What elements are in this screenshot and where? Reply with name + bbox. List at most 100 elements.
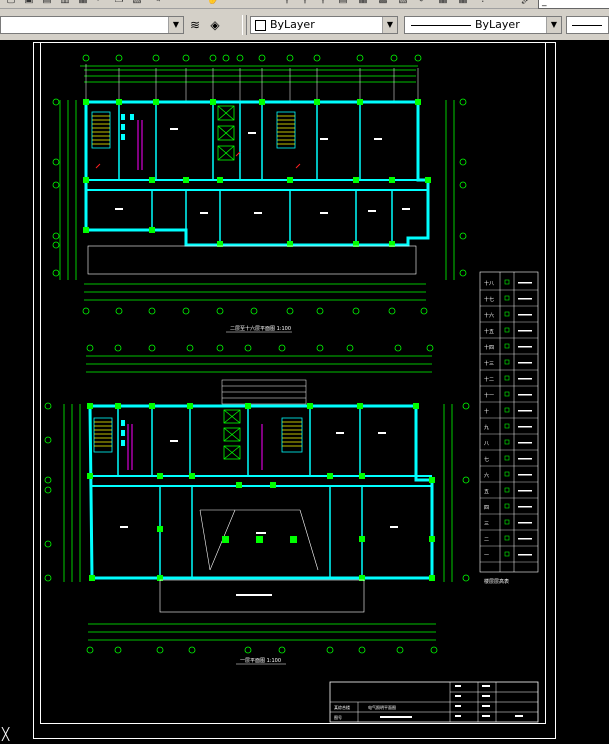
layer-previous-icon[interactable]: ◈ — [210, 18, 220, 32]
legend-floor-label: 一 — [484, 553, 489, 559]
legend-height-value — [518, 522, 532, 524]
workspace-box[interactable]: _ — [538, 0, 609, 9]
drawing-svg: 二层至十六层平面图 1:100 — [40, 42, 546, 724]
make-object-layer-current-icon[interactable]: ≋ — [189, 18, 201, 32]
new-file-icon[interactable]: ▢ — [4, 0, 18, 6]
plan2-outer-wall — [88, 404, 434, 580]
legend-height-value — [518, 458, 532, 460]
save-icon[interactable]: ▤ — [40, 0, 54, 6]
title-block: 某综合楼 电气照明平面图 图号 — [329, 681, 539, 723]
legend-level-marker — [504, 375, 510, 381]
title-block-sheet-label: 图号 — [334, 714, 342, 720]
zoom-realtime-icon[interactable]: ⚲ — [280, 0, 294, 6]
zoom-window-icon[interactable]: ⚲ — [298, 0, 312, 6]
properties-icon[interactable]: ▤ — [336, 0, 350, 6]
chevron-down-icon[interactable]: ▼ — [546, 17, 561, 33]
zoom-previous-icon[interactable]: ⚲ — [316, 0, 330, 6]
pan-icon[interactable]: ✋ — [206, 0, 220, 6]
legend-height-value — [518, 330, 532, 332]
plan2-columns — [87, 403, 435, 581]
plan2-stair-right — [281, 417, 303, 453]
plan1-title: 二层至十六层平面图 1:100 — [230, 325, 291, 332]
undo-icon[interactable]: ↶ — [170, 0, 184, 6]
linetype-combo[interactable]: ByLayer ▼ — [404, 16, 562, 34]
legend-level-marker — [504, 391, 510, 397]
legend-floor-label: 十 — [484, 408, 489, 415]
legend-level-marker — [504, 535, 510, 541]
plan1-room-labels — [115, 128, 410, 214]
legend-level-marker — [504, 551, 510, 557]
legend-floor-label: 七 — [484, 456, 489, 463]
legend-level-marker — [504, 327, 510, 333]
open-file-icon[interactable]: ▣ — [22, 0, 36, 6]
table-icon[interactable]: ▦ — [456, 0, 470, 6]
plan1-elevators — [217, 105, 235, 161]
legend-floor-label: 六 — [484, 472, 489, 479]
print-icon[interactable]: ▥ — [58, 0, 72, 6]
legend-level-marker — [504, 455, 510, 461]
legend-floor-label: 十四 — [484, 344, 494, 351]
match-properties-icon[interactable]: ✎ — [150, 0, 164, 6]
copy-icon[interactable]: ❐ — [112, 0, 126, 6]
cad-toolbar: ▢ ▣ ▤ ▥ ▦ ✂ ❐ ▧ ✎ ↶ ↷ ✋ ⚲ ⚲ ⚲ ▤ ▦ ▩ ▧ ✐ … — [0, 0, 609, 41]
design-center-icon[interactable]: ▦ — [356, 0, 370, 6]
sheet-set-icon[interactable]: ▧ — [396, 0, 410, 6]
help-icon[interactable]: ? — [476, 0, 490, 6]
calculator-icon[interactable]: ▦ — [436, 0, 450, 6]
linetype-preview — [411, 25, 471, 26]
legend-height-value — [518, 394, 532, 396]
preview-icon[interactable]: ▦ — [76, 0, 90, 6]
plan2-room-labels — [120, 432, 398, 534]
plan1-toilet-fixtures — [121, 114, 134, 140]
legend-level-marker — [504, 311, 510, 317]
legend-floor-label: 二 — [484, 537, 489, 543]
plan1-red-marks — [95, 151, 301, 169]
toolbar-grip[interactable] — [242, 15, 247, 35]
markup-icon[interactable]: ✐ — [416, 0, 430, 6]
ucs-icon: ╳ — [2, 727, 10, 741]
ground-floor-plan: 一层平面图 1:100 — [44, 344, 470, 665]
legend-level-marker — [504, 503, 510, 509]
legend-level-marker — [504, 359, 510, 365]
plan2-top-dimensions — [86, 355, 432, 373]
color-combo[interactable]: ByLayer ▼ — [250, 16, 398, 34]
cut-icon[interactable]: ✂ — [94, 0, 108, 6]
legend-level-marker — [504, 407, 510, 413]
legend-floor-label: 十八 — [484, 280, 494, 287]
plan1-axis-bubbles-top — [82, 54, 422, 62]
legend-floor-label: 十一 — [484, 392, 494, 399]
legend-height-value — [518, 474, 532, 476]
paste-icon[interactable]: ▧ — [130, 0, 144, 6]
layer-combo[interactable]: ▼ — [0, 16, 184, 34]
plan1-partitions — [118, 102, 393, 245]
plan1-stair-right — [276, 111, 296, 149]
legend-height-value — [518, 362, 532, 364]
chevron-down-icon[interactable]: ▼ — [168, 17, 183, 33]
legend-height-value — [518, 506, 532, 508]
legend-floor-label: 八 — [484, 441, 489, 447]
brush-icon[interactable]: 🖌 — [520, 0, 534, 6]
lineweight-combo[interactable] — [566, 16, 609, 34]
plan2-axis-bubbles-top — [86, 344, 434, 352]
legend-height-value — [518, 442, 532, 444]
legend-height-value — [518, 282, 532, 284]
tool-palette-icon[interactable]: ▩ — [376, 0, 390, 6]
plan1-columns — [83, 99, 431, 247]
legend-height-value — [518, 426, 532, 428]
chevron-down-icon[interactable]: ▼ — [382, 17, 397, 33]
legend-height-value — [518, 378, 532, 380]
title-block-project: 某综合楼 — [334, 704, 350, 710]
plan1-magenta-riser — [137, 120, 143, 170]
legend-height-value — [518, 314, 532, 316]
legend-floor-label: 十七 — [484, 296, 494, 303]
title-block-drawing-name: 电气照明平面图 — [368, 704, 396, 710]
legend-level-marker — [504, 519, 510, 525]
legend-level-marker — [504, 423, 510, 429]
legend-floor-label: 四 — [484, 505, 489, 511]
plan2-right-axes — [443, 402, 470, 582]
legend-height-value — [518, 346, 532, 348]
legend-level-marker — [504, 471, 510, 477]
redo-icon[interactable]: ↷ — [186, 0, 200, 6]
legend-level-marker — [504, 439, 510, 445]
